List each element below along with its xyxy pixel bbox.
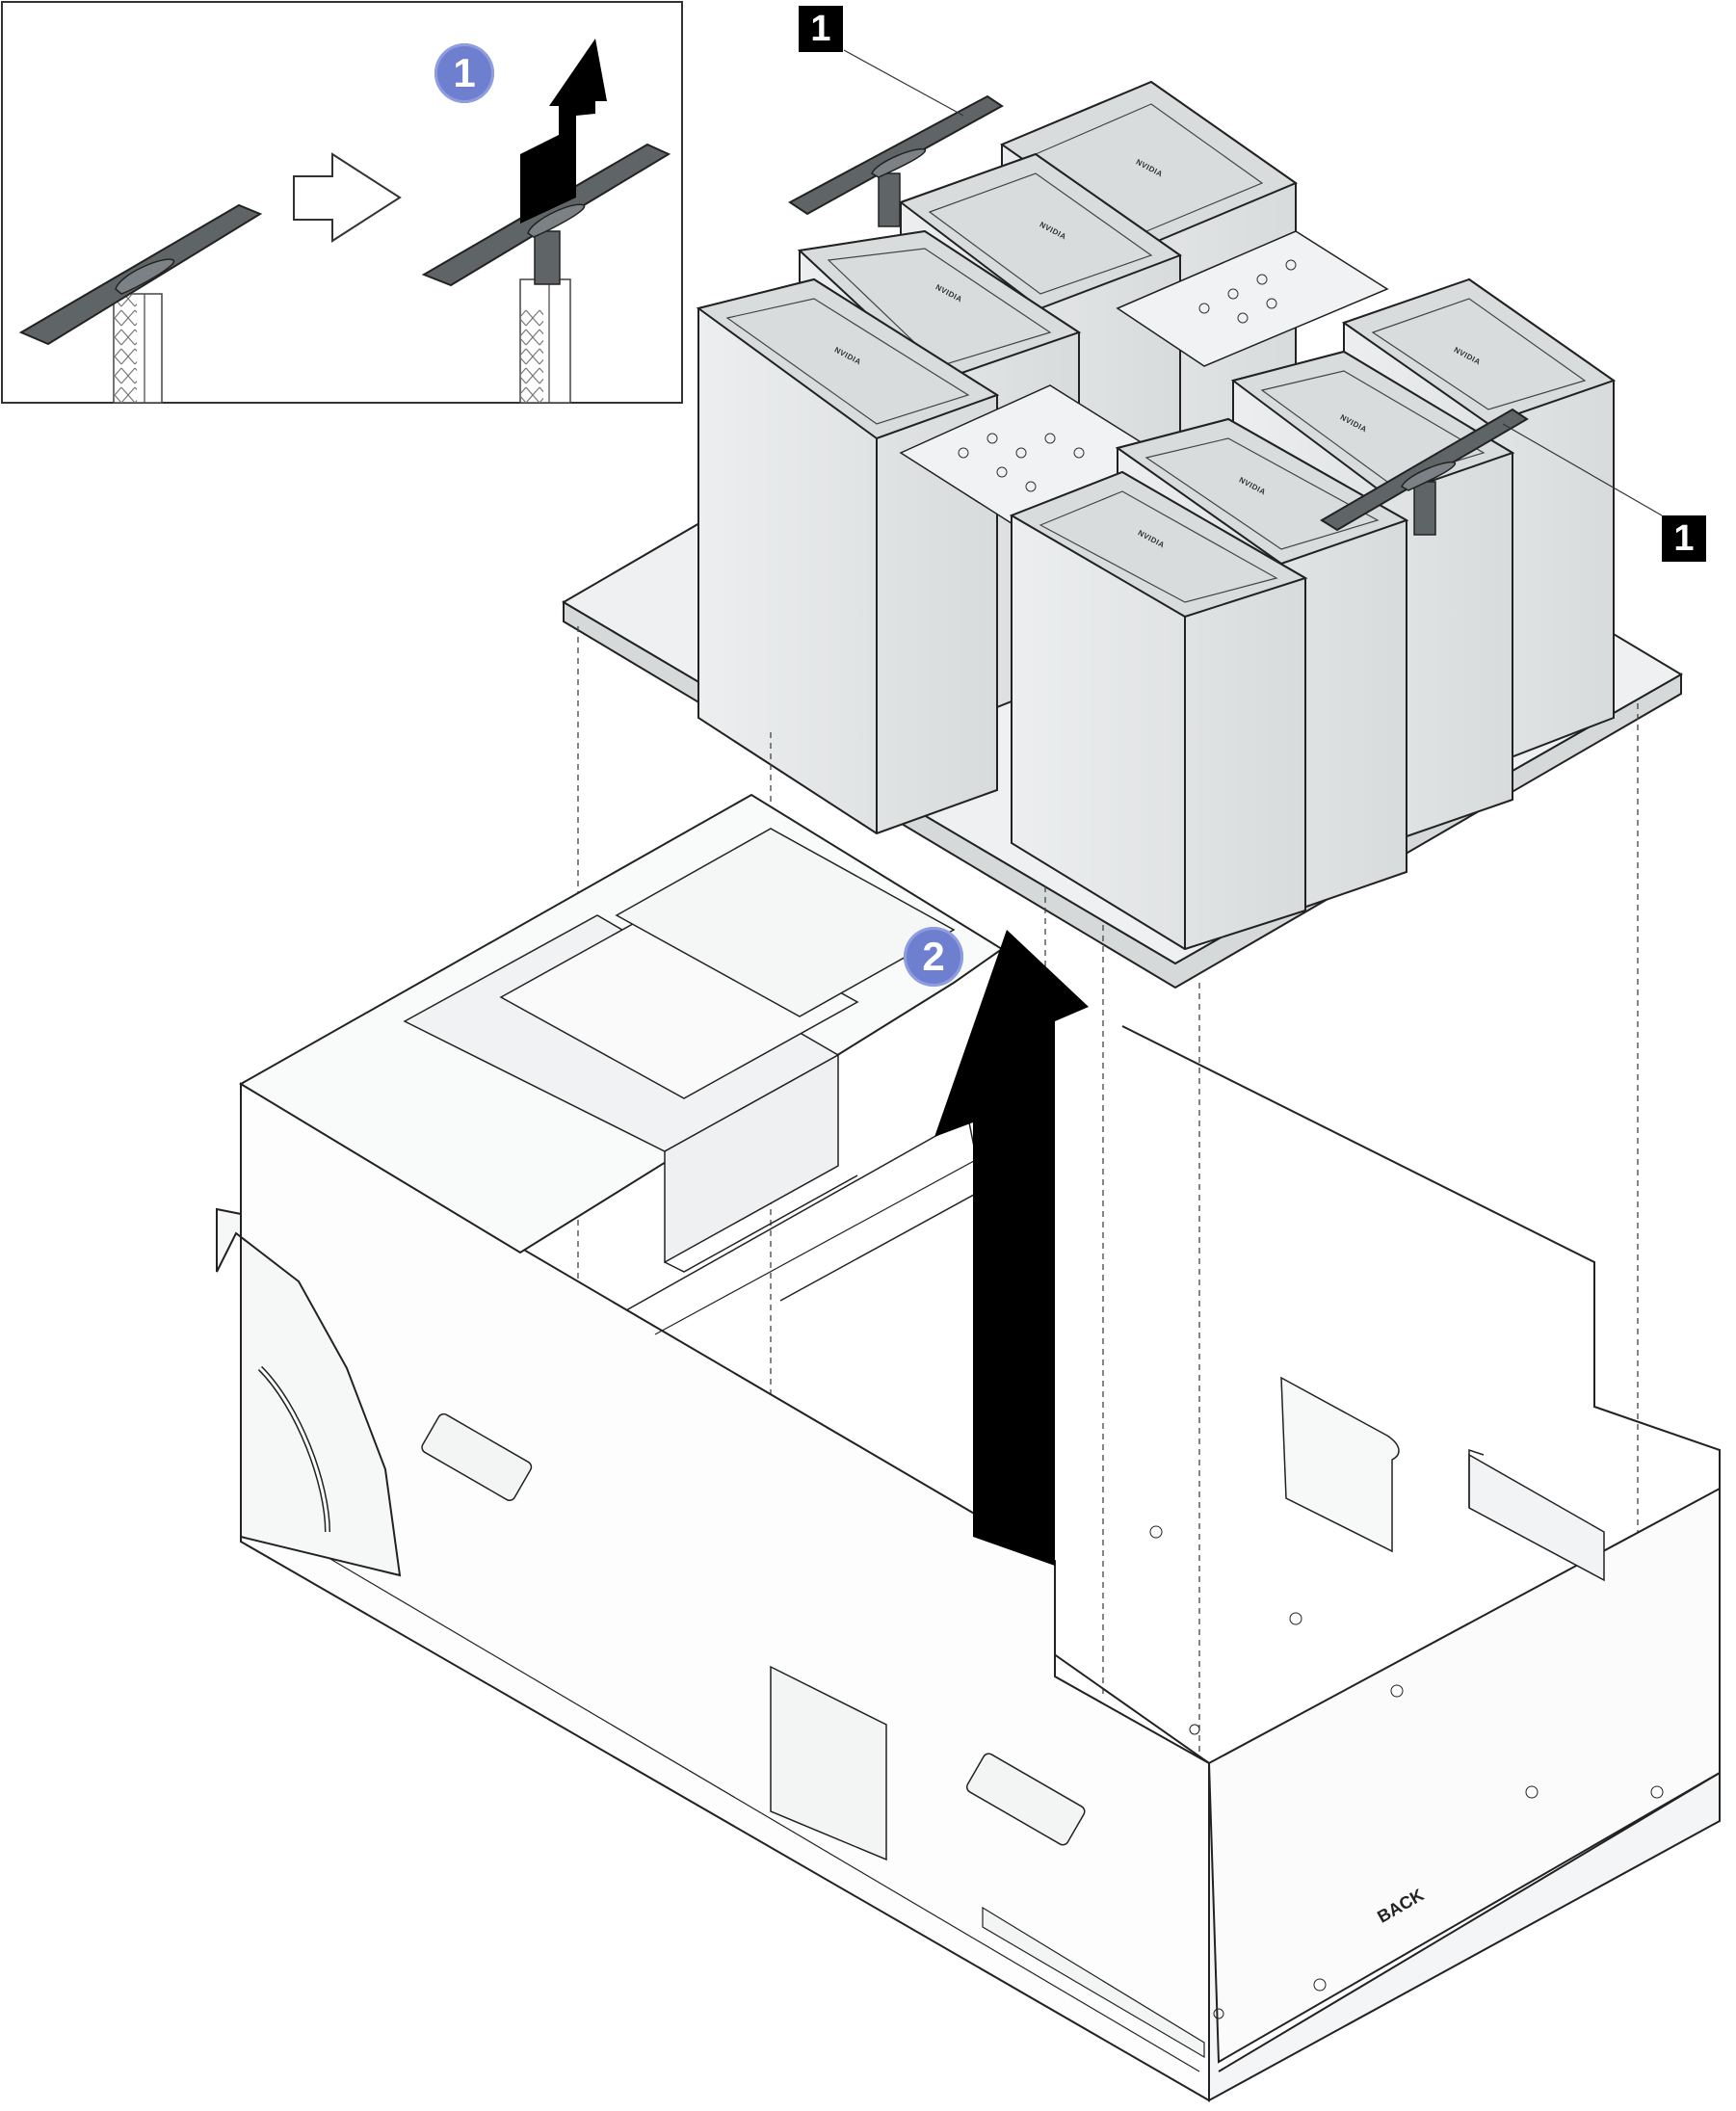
lift-handle-right[interactable] xyxy=(1320,408,1529,536)
gpu-module xyxy=(1009,470,1308,951)
transition-arrow-icon xyxy=(293,152,402,243)
step-badge-2: 2 xyxy=(904,927,963,987)
lift-arrow-icon xyxy=(520,39,607,224)
front-bezel xyxy=(216,1207,402,1577)
handle-lifted xyxy=(421,39,671,404)
callout-handle-top: 1 xyxy=(799,6,843,52)
lift-direction-arrow-icon xyxy=(934,930,1089,1566)
lift-handle-left[interactable] xyxy=(788,94,1004,227)
wall-cutout xyxy=(770,1665,887,1861)
server-chassis xyxy=(216,793,1721,2102)
gpu-complex xyxy=(562,49,1683,990)
callout-handle-right: 1 xyxy=(1662,515,1706,562)
handle-detail-inset xyxy=(1,1,683,404)
chassis-handle[interactable] xyxy=(420,1412,534,1502)
gpu-module xyxy=(696,277,1000,835)
chassis-handle[interactable] xyxy=(965,1752,1087,1847)
handle-folded xyxy=(18,203,263,404)
step-badge-1: 1 xyxy=(434,43,494,103)
wall-cutout xyxy=(1280,1376,1400,1553)
